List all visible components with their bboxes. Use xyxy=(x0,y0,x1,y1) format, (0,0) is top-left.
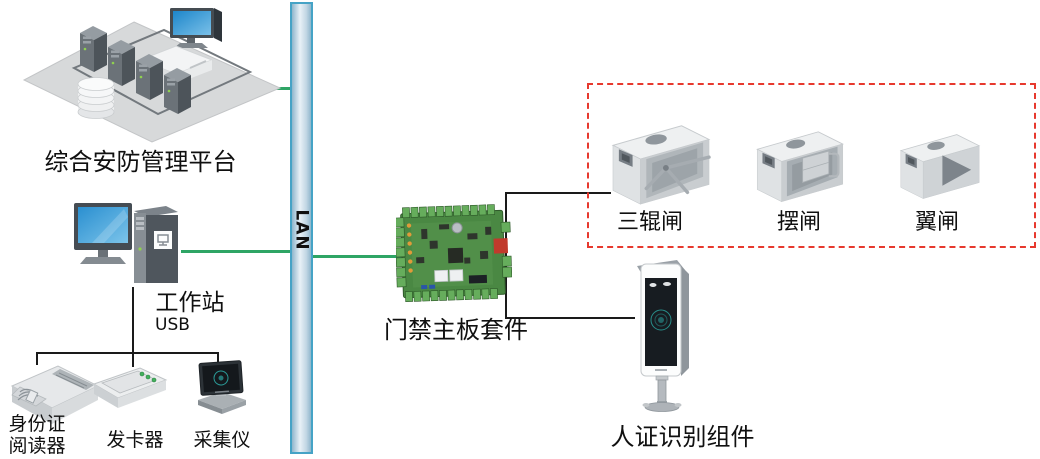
link-lan-mainboard-line xyxy=(313,255,405,258)
access-control-board-icon xyxy=(396,200,512,306)
id-reader-label-line2: 阅读器 xyxy=(8,434,66,457)
swing-gate-icon xyxy=(752,120,848,210)
lan-bus-bar xyxy=(290,2,313,454)
id-card-reader-icon xyxy=(4,362,104,428)
link-mainboard-gates-line xyxy=(505,192,611,194)
face-recognition-label: 人证识别组件 xyxy=(610,423,755,451)
card-issuer-label: 发卡器 xyxy=(106,429,164,451)
collector-icon xyxy=(192,360,250,416)
tripod-turnstile-label: 三辊闸 xyxy=(616,210,683,235)
tripod-turnstile-icon xyxy=(607,114,715,212)
link-mainboard-vertical-line xyxy=(505,192,507,319)
usb-port-label: USB xyxy=(155,315,190,335)
card-issuer-icon xyxy=(90,366,170,416)
link-mainboard-face-reader-line xyxy=(505,317,635,319)
server-cluster-icon xyxy=(22,8,282,148)
flap-gate-icon xyxy=(896,122,984,208)
id-reader-label: 身份证 阅读器 xyxy=(2,413,72,458)
lan-label: LAN xyxy=(291,209,312,251)
face-recognition-terminal-icon xyxy=(633,258,697,416)
usb-branch-horizontal-line xyxy=(36,352,219,354)
gate-group-box xyxy=(587,83,1036,248)
mainboard-label: 门禁主板套件 xyxy=(384,316,528,344)
swing-gate-label: 摆闸 xyxy=(776,210,821,235)
usb-drop-id-reader-line xyxy=(36,352,38,365)
collector-label: 采集仪 xyxy=(193,429,251,451)
link-workstation-usb-trunk-line xyxy=(132,287,134,352)
platform-label: 综合安防管理平台 xyxy=(44,148,237,176)
database-icon xyxy=(77,77,115,119)
usb-drop-collector-line xyxy=(217,352,219,364)
flap-gate-label: 翼闸 xyxy=(914,210,959,235)
id-reader-label-line1: 身份证 xyxy=(8,413,66,435)
workstation-label: 工作站 xyxy=(155,290,225,316)
workstation-icon xyxy=(74,203,186,291)
usb-drop-card-issuer-line xyxy=(132,352,134,367)
link-workstation-lan-line xyxy=(181,250,290,253)
